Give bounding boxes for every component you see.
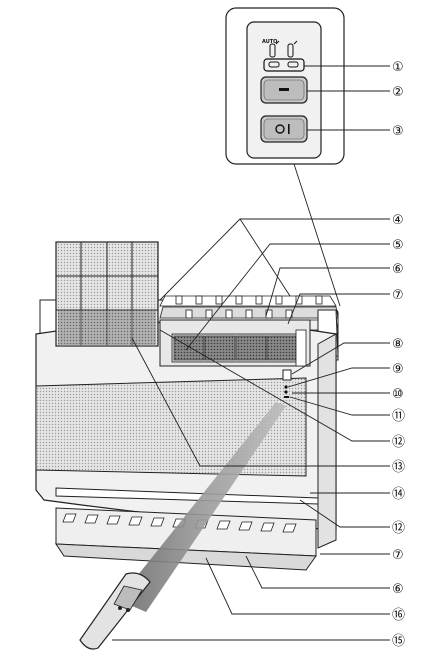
auto-label: AUTO (262, 39, 277, 45)
remote-signal-beam (118, 402, 286, 612)
callout-11: ⑪ (392, 409, 405, 424)
callout-3: ③ (392, 124, 404, 139)
mode-indicator-icon (263, 40, 305, 72)
callout-12-lower: ⑫ (392, 521, 405, 536)
callout-12-upper: ⑫ (392, 435, 405, 450)
callout-16: ⑯ (392, 608, 405, 623)
air-filter (55, 241, 159, 347)
callout-5: ⑤ (392, 238, 404, 253)
indicator-lamps (282, 369, 292, 398)
callout-9: ⑨ (392, 362, 404, 377)
callout-4: ④ (392, 213, 404, 228)
callout-13: ⑬ (392, 460, 405, 475)
remote-control (79, 572, 151, 650)
callout-numbers: ① ② ③ ④ ⑤ ⑥ ⑦ ⑧ ⑨ ⑩ ⑪ ⑫ ⑬ ⑭ ⑫ ⑦ ⑥ ⑯ ⑮ (392, 60, 405, 649)
callout-6-lower: ⑥ (392, 582, 404, 597)
leader-lines (112, 65, 390, 641)
minus-button[interactable] (260, 76, 308, 104)
callout-15: ⑮ (392, 634, 405, 649)
callout-7-lower: ⑦ (392, 548, 404, 563)
callout-7: ⑦ (392, 288, 404, 303)
callout-1: ① (392, 60, 404, 75)
callout-10: ⑩ (392, 387, 404, 402)
on-off-button[interactable] (260, 115, 308, 143)
control-panel-inset: AUTO (225, 7, 345, 165)
callout-2: ② (392, 85, 404, 100)
callout-14: ⑭ (392, 487, 405, 502)
callout-6: ⑥ (392, 262, 404, 277)
filter-frame (159, 319, 311, 367)
callout-8: ⑧ (392, 337, 404, 352)
